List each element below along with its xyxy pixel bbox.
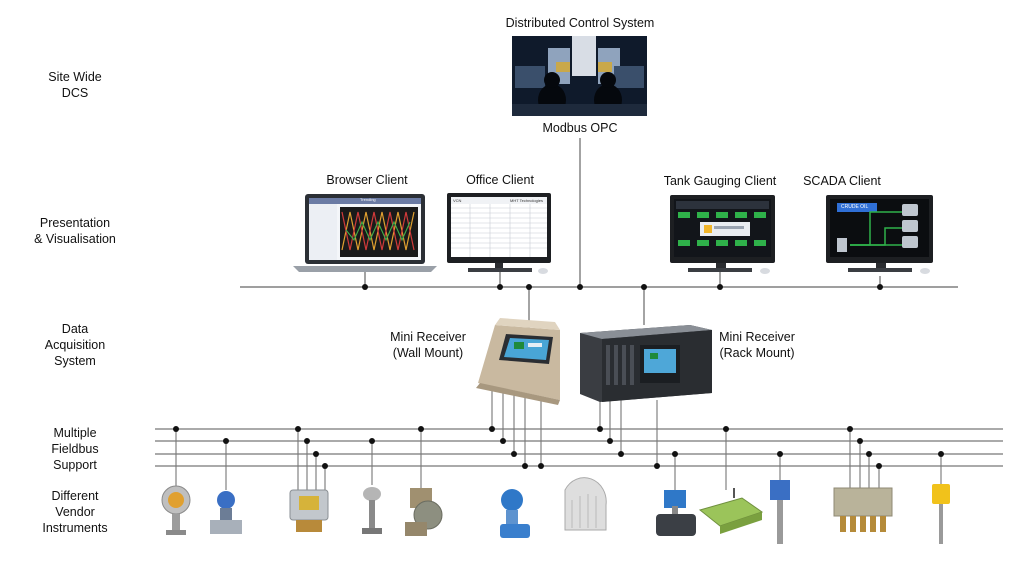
radar-gauge-instrument xyxy=(161,485,191,535)
office-client-monitor xyxy=(447,193,551,274)
browser-client-label: Browser Client xyxy=(326,173,408,187)
wall-receiver-label-line1: Mini Receiver xyxy=(390,330,466,344)
layer-label-fieldbus: Multiple Fieldbus Support xyxy=(51,426,99,472)
level-switch-instrument xyxy=(770,480,790,544)
level-radar-instrument xyxy=(362,487,382,534)
rack-receiver-label: Mini Receiver (Rack Mount) xyxy=(707,329,807,361)
scada-client-label: SCADA Client xyxy=(803,174,881,188)
rack-receiver-label-line2: (Rack Mount) xyxy=(719,346,795,360)
instrument-drop-lines xyxy=(175,429,942,490)
rack-mount-receiver-image xyxy=(580,325,712,402)
office-screen-vendor: MHT Technologies xyxy=(510,198,543,203)
pressure-transmitter-instrument xyxy=(210,491,242,534)
dcs-control-room-image xyxy=(512,36,647,116)
office-screen-brand: VCN xyxy=(453,198,462,203)
layer-label-instruments: Different Vendor Instruments xyxy=(42,489,108,535)
scada-screen-title: CRUDE OIL xyxy=(841,204,869,210)
scada-monitor xyxy=(826,195,933,274)
temperature-housing-instrument xyxy=(564,477,607,531)
wall-receiver-label: Mini Receiver (Wall Mount) xyxy=(378,329,478,361)
vibrating-fork-instrument xyxy=(932,484,950,544)
rack-receiver-label-line1: Mini Receiver xyxy=(719,330,795,344)
electromagnetic-flowmeter-instrument xyxy=(656,490,696,536)
wireless-transmitter-instrument xyxy=(698,488,764,534)
terminal-enclosure-instrument xyxy=(833,487,893,532)
layer-label-presentation: Presentation & Visualisation xyxy=(34,216,116,246)
layer-label-data-acquisition: Data Acquisition System xyxy=(44,322,106,368)
flow-meter-instrument xyxy=(500,489,530,538)
rack-receiver-cables xyxy=(599,400,658,466)
dcs-protocol-label: Modbus OPC xyxy=(542,121,618,135)
junction-box-instrument xyxy=(289,489,329,532)
junction-dots xyxy=(173,284,944,469)
wall-mount-receiver-image xyxy=(476,318,560,405)
wall-receiver-cables xyxy=(491,385,542,466)
servo-gauge-instrument xyxy=(405,488,443,536)
tank-gauging-client-label: Tank Gauging Client xyxy=(663,174,777,188)
office-client-label: Office Client xyxy=(466,173,534,187)
wall-receiver-label-line2: (Wall Mount) xyxy=(392,346,464,360)
tank-gauging-monitor xyxy=(670,195,775,274)
layer-label-site-wide-dcs: Site Wide DCS xyxy=(48,70,102,100)
browser-screen-header: Trending xyxy=(360,197,376,202)
browser-client-laptop xyxy=(293,194,437,272)
dcs-title: Distributed Control System xyxy=(505,16,655,30)
